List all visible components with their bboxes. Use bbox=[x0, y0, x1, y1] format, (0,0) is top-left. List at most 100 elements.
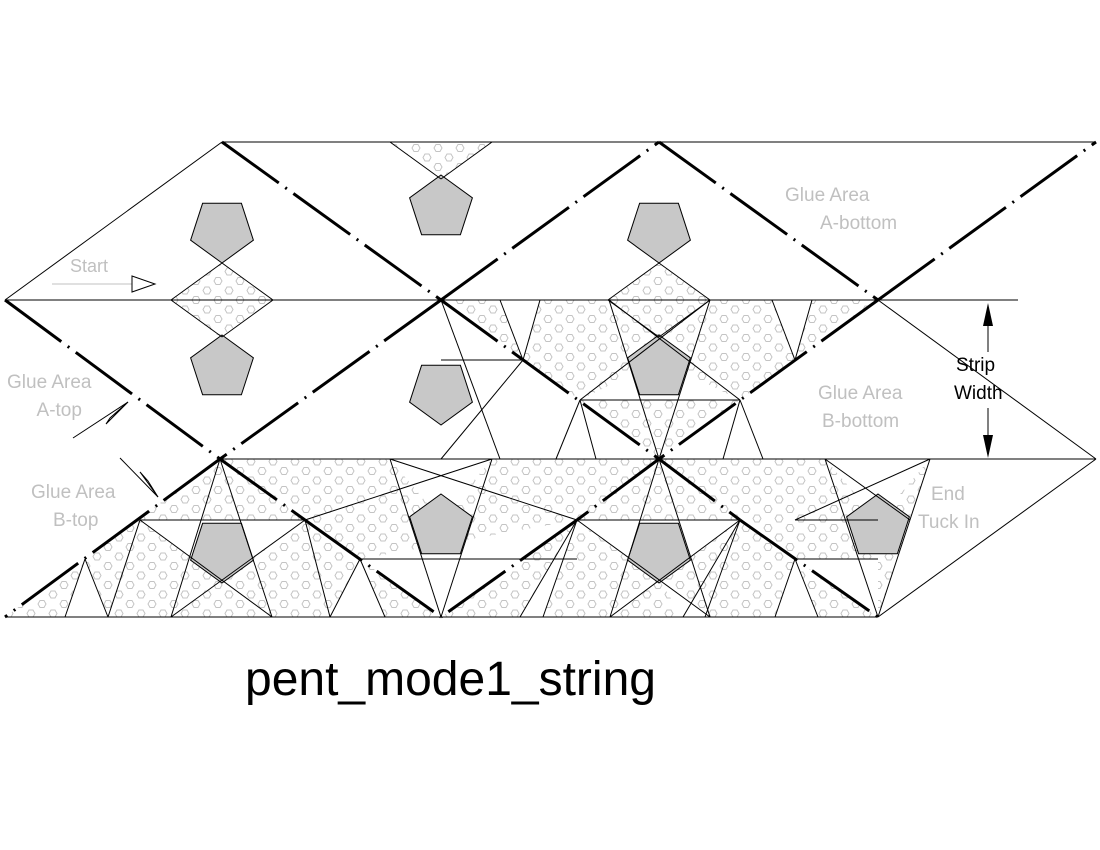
unglued-region bbox=[659, 580, 705, 617]
fold-line bbox=[221, 140, 442, 302]
label-glue-area-b-bottom-line1: Glue Area bbox=[818, 383, 903, 404]
pentagon-face bbox=[846, 493, 910, 555]
pentagon-face bbox=[409, 493, 473, 555]
glue-area-region bbox=[390, 142, 492, 179]
crease-line bbox=[824, 458, 879, 618]
right-diagonal bbox=[877, 299, 1097, 460]
fold-line bbox=[877, 140, 1097, 302]
pentagon-face bbox=[190, 522, 254, 584]
label-glue-area-a-top-line1: Glue Area bbox=[7, 372, 92, 393]
crease-line bbox=[389, 458, 578, 521]
crease-line bbox=[774, 558, 796, 618]
unglued-region bbox=[556, 400, 596, 459]
crease-line bbox=[359, 558, 386, 618]
glue-a-top-arrow-head bbox=[105, 401, 129, 425]
fold-line bbox=[440, 140, 660, 302]
crease-line bbox=[170, 458, 221, 618]
outline-lines bbox=[4, 141, 1097, 618]
crease-line bbox=[139, 519, 273, 618]
fold-line bbox=[4, 457, 221, 619]
crease-line bbox=[794, 299, 813, 361]
fold-line bbox=[304, 518, 442, 619]
label-strip-width-line1: Strip bbox=[956, 355, 996, 376]
outline-line bbox=[658, 262, 711, 301]
label-glue-area-a-top: Glue Area A-top bbox=[7, 369, 92, 425]
crease-line bbox=[658, 458, 711, 618]
fold-line bbox=[219, 457, 306, 522]
outline-line bbox=[170, 262, 223, 301]
label-glue-area-b-top-line2: B-top bbox=[53, 510, 99, 531]
crease-line bbox=[824, 458, 911, 521]
fold-line bbox=[4, 298, 221, 461]
label-glue-area-a-bottom-line2: A-bottom bbox=[820, 213, 898, 234]
unglued-region bbox=[360, 520, 577, 617]
crease-line bbox=[771, 299, 796, 361]
left-diagonal bbox=[4, 141, 223, 301]
fold-line bbox=[440, 298, 660, 461]
crease-line bbox=[542, 519, 578, 618]
fold-line bbox=[658, 140, 879, 302]
crease-line bbox=[794, 458, 931, 521]
crease-line bbox=[609, 458, 660, 618]
diagram-title: pent_mode1_string bbox=[245, 653, 656, 706]
label-glue-area-a-bottom: Glue Area A-bottom bbox=[785, 182, 897, 238]
crease-line bbox=[579, 399, 597, 460]
unglued-region bbox=[500, 300, 540, 360]
crease-line bbox=[64, 558, 86, 618]
label-end-tuck-in-line2: Tuck In bbox=[918, 512, 980, 533]
crease-line bbox=[794, 558, 819, 618]
label-strip-width: Strip Width bbox=[954, 352, 1003, 408]
crease-line bbox=[722, 399, 741, 460]
unglued-region bbox=[775, 559, 818, 617]
label-glue-area-b-bottom-line2: B-bottom bbox=[822, 411, 900, 432]
crease-line bbox=[555, 399, 581, 460]
label-glue-area-b-bottom: Glue Area B-bottom bbox=[818, 380, 903, 436]
unglued-region bbox=[65, 559, 108, 617]
label-glue-area-b-top-line1: Glue Area bbox=[31, 482, 116, 503]
pentagon-face bbox=[409, 364, 473, 426]
crease-line bbox=[499, 299, 524, 361]
crease-line bbox=[107, 519, 141, 618]
glue-a-top-arrow-shaft bbox=[72, 401, 129, 439]
unglued-region bbox=[825, 459, 930, 520]
crease-line bbox=[608, 299, 741, 401]
crease-line bbox=[84, 558, 109, 618]
fold-line bbox=[219, 298, 442, 461]
pentagon-face bbox=[190, 334, 254, 396]
crease-line bbox=[682, 519, 741, 618]
fold-line bbox=[658, 457, 741, 522]
outline-line bbox=[389, 141, 442, 180]
label-glue-area-b-top: Glue Area B-top bbox=[31, 479, 116, 535]
crease-line bbox=[877, 458, 931, 618]
crease-line bbox=[739, 399, 764, 460]
pentagon-face bbox=[409, 174, 473, 236]
strip-width-arrowhead-down bbox=[983, 435, 993, 458]
crease-line bbox=[440, 458, 493, 618]
unglued-region bbox=[330, 559, 385, 617]
middle-band-region bbox=[740, 300, 1096, 459]
crease-line bbox=[519, 519, 578, 618]
fold-line bbox=[658, 298, 879, 461]
crease-line bbox=[440, 299, 501, 460]
crease-line bbox=[609, 519, 741, 618]
fold-line bbox=[576, 457, 660, 522]
crease-line bbox=[579, 299, 711, 401]
glue-area-region bbox=[171, 300, 272, 337]
glue-b-top-arrow-shaft bbox=[119, 457, 159, 498]
outline-line bbox=[221, 262, 274, 301]
fold-line bbox=[440, 518, 578, 619]
outline-line bbox=[221, 299, 274, 338]
start-arrow-head bbox=[131, 275, 157, 293]
outline-line bbox=[440, 141, 493, 180]
crease-line bbox=[304, 458, 493, 521]
crease-line bbox=[329, 558, 361, 618]
label-end-tuck-in-line1: End bbox=[931, 484, 965, 505]
crease-line bbox=[219, 458, 273, 618]
label-end-tuck-in: End Tuck In bbox=[918, 481, 980, 537]
crease-line bbox=[608, 299, 660, 460]
label-start: Start bbox=[70, 256, 109, 276]
outline-line bbox=[170, 299, 223, 338]
label-strip-width-line2: Width bbox=[954, 383, 1003, 404]
crease-line bbox=[170, 519, 306, 618]
crease-line bbox=[304, 519, 331, 618]
